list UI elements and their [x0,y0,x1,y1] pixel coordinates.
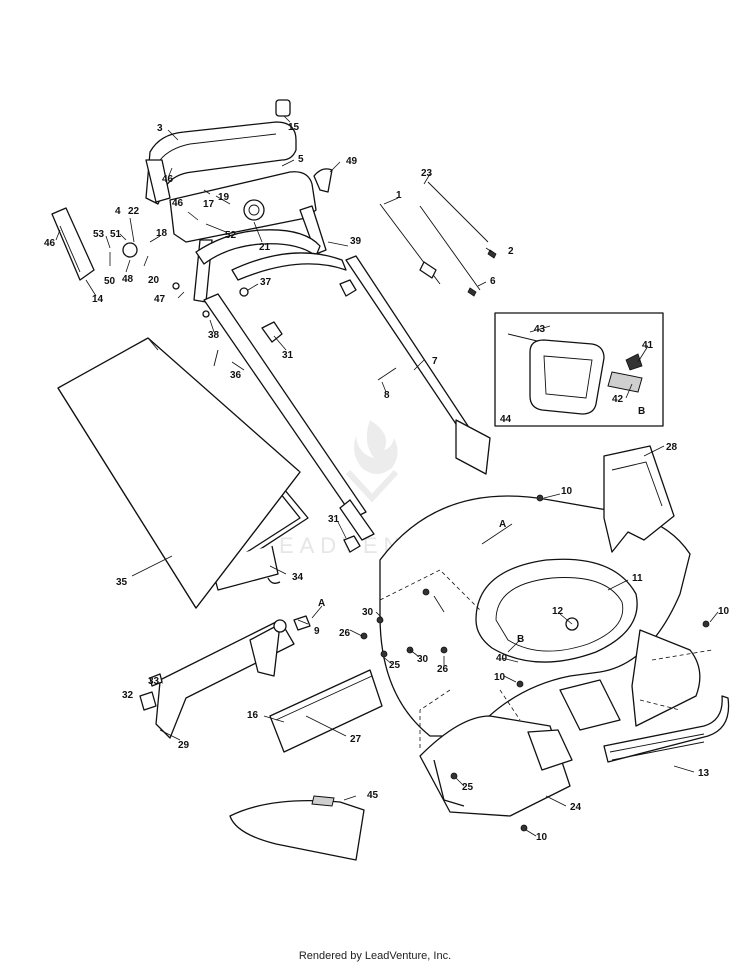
callout-51: 51 [110,229,122,240]
inset-label-b: B [638,406,645,417]
callout-9: 9 [314,626,320,637]
callout-ref-a-lower: A [318,598,325,609]
callout-42: 42 [612,394,624,405]
callout-7: 7 [432,356,438,367]
leader-lines [55,115,719,837]
callout-16: 16 [247,710,259,721]
callout-10-chute: 10 [561,486,573,497]
callout-10-right: 10 [718,606,730,617]
callout-32: 32 [122,690,134,701]
callout-20: 20 [148,275,160,286]
callout-31-top: 31 [282,350,294,361]
callout-40: 40 [496,653,508,664]
callout-45: 45 [367,790,379,801]
callout-25-upper: 25 [389,660,401,671]
mulch-plug-inset: 44 B [494,312,664,427]
hardware [122,99,710,832]
mower-deck [379,495,713,750]
callout-34: 34 [292,572,304,583]
callout-28: 28 [666,442,678,453]
discharge-chute [603,445,675,553]
callout-38: 38 [208,330,220,341]
callout-14: 14 [92,294,104,305]
callout-17: 17 [203,199,215,210]
lower-handle [203,252,491,541]
callout-46-left: 46 [44,238,56,249]
callout-15: 15 [288,122,300,133]
callout-24: 24 [570,802,582,813]
callout-37: 37 [260,277,272,288]
callout-10-deck: 10 [494,672,506,683]
deflector [229,795,365,861]
callout-26-right: 26 [437,664,449,675]
callout-31-bottom: 31 [328,514,340,525]
callout-53: 53 [93,229,105,240]
callout-46-top: 46 [162,174,174,185]
callout-36: 36 [230,370,242,381]
callout-18: 18 [156,228,168,239]
callout-27: 27 [350,734,362,745]
callout-33: 33 [148,676,160,687]
rendered-by-footer: Rendered by LeadVenture, Inc. [298,950,452,962]
callout-21: 21 [259,242,271,253]
rear-baffle [603,695,730,763]
callout-52: 52 [225,230,237,241]
callout-39: 39 [350,236,362,247]
callout-2: 2 [508,246,514,257]
callout-30-bottom: 30 [417,654,429,665]
callout-35: 35 [116,577,128,588]
callout-49: 49 [346,156,358,167]
callout-6: 6 [490,276,496,287]
callout-19: 19 [218,192,230,203]
callout-11: 11 [632,573,643,584]
callout-13: 13 [698,768,710,779]
callout-43: 43 [534,324,546,335]
callout-25-lower: 25 [462,782,474,793]
callout-ref-a-upper: A [499,519,506,530]
callout-1: 1 [396,190,402,201]
callout-22: 22 [128,206,140,217]
control-cables [379,181,497,297]
callout-5: 5 [298,154,304,165]
callout-30-top: 30 [362,607,374,618]
side-discharge [269,669,573,817]
callout-12: 12 [552,606,564,617]
callout-41: 41 [642,340,654,351]
pivot-bracket [51,207,95,281]
callout-46-mid: 46 [172,198,184,209]
callout-26-left: 26 [339,628,351,639]
callout-29: 29 [178,740,190,751]
callout-numbers: 3 15 5 49 23 46 1 19 46 17 4 22 51 53 18… [44,122,730,843]
grass-bag [57,337,301,609]
rear-door [155,619,295,739]
callout-48: 48 [122,274,134,285]
inset-ref-44: 44 [500,414,512,425]
callout-10-bottom: 10 [536,832,548,843]
callout-47: 47 [154,294,166,305]
callout-3: 3 [157,123,163,134]
callout-23: 23 [421,168,433,179]
callout-8: 8 [384,390,390,401]
callout-ref-b-deck: B [517,634,524,645]
callout-50: 50 [104,276,116,287]
callout-4: 4 [115,206,121,217]
